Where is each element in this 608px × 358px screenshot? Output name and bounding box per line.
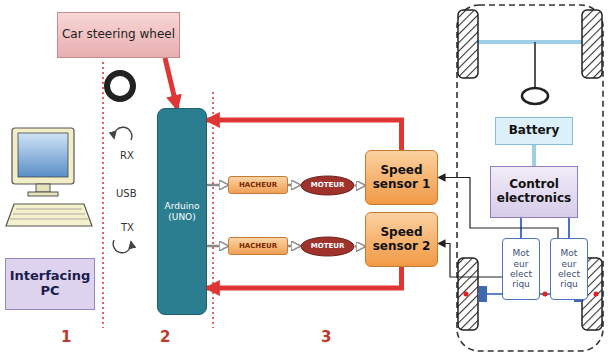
input-device-box: Car steering wheel	[57, 12, 180, 58]
callout-number: 3	[321, 328, 331, 346]
sensor-box: Speed sensor 1	[365, 150, 438, 205]
node-text: HACHEUR	[239, 181, 277, 189]
sensor-box: Speed sensor 2	[365, 212, 438, 267]
node-text: Speed sensor 1	[368, 164, 435, 192]
node-text: Arduino (UNO)	[160, 201, 204, 222]
node-text: Control electronics	[493, 178, 575, 206]
signal-arrow	[288, 245, 300, 248]
signal-arrow	[355, 184, 365, 187]
node-text: MOTEUR	[311, 181, 345, 189]
microcontroller-box: Arduino (UNO)	[157, 108, 207, 315]
node-text: Mot eur elect riqu	[509, 248, 533, 289]
feedback-arrow	[207, 120, 402, 150]
callout-number: 2	[160, 328, 170, 346]
tx-curved-arrow	[113, 240, 131, 253]
signal-label: RX	[120, 150, 134, 161]
callout-number: 1	[61, 328, 71, 346]
power-line	[532, 145, 536, 166]
node-text: Interfacing PC	[8, 269, 92, 299]
signal-arrow	[355, 245, 365, 248]
motor-ellipse: MOTEUR	[300, 236, 355, 257]
node-text: Car steering wheel	[62, 28, 175, 42]
signal-label: TX	[121, 222, 134, 233]
signal-arrow	[288, 184, 300, 187]
sensor-link	[438, 244, 502, 278]
signal-arrow	[207, 184, 228, 187]
power-wire	[568, 218, 570, 238]
separator-line	[212, 92, 214, 328]
pc-illustration	[6, 128, 92, 226]
separator-line	[102, 62, 104, 328]
pc-label-box: Interfacing PC	[5, 258, 95, 310]
electric-motor-box: Mot eur elect riqu	[502, 238, 540, 300]
ellipse-shape	[301, 237, 354, 256]
chopper-box: HACHEUR	[228, 176, 288, 194]
node-text: HACHEUR	[239, 242, 277, 250]
chopper-box: HACHEUR	[228, 237, 288, 255]
car-illustration	[457, 5, 603, 351]
battery-box: Battery	[495, 117, 573, 145]
signal-arrow	[207, 245, 228, 248]
ellipse-shape	[301, 176, 354, 195]
controller-box: Control electronics	[490, 166, 578, 218]
node-text: Mot eur elect riqu	[557, 248, 581, 289]
rx-curved-arrow	[114, 127, 132, 140]
steering-wheel-icon	[107, 73, 133, 99]
feedback-arrow	[165, 58, 177, 108]
node-text: MOTEUR	[311, 242, 345, 250]
electric-motor-box: Mot eur elect riqu	[550, 238, 588, 300]
feedback-arrow	[207, 267, 402, 288]
node-text: Battery	[509, 124, 560, 138]
signal-label: USB	[116, 188, 137, 199]
node-text: Speed sensor 2	[368, 226, 435, 254]
motor-ellipse: MOTEUR	[300, 175, 355, 196]
